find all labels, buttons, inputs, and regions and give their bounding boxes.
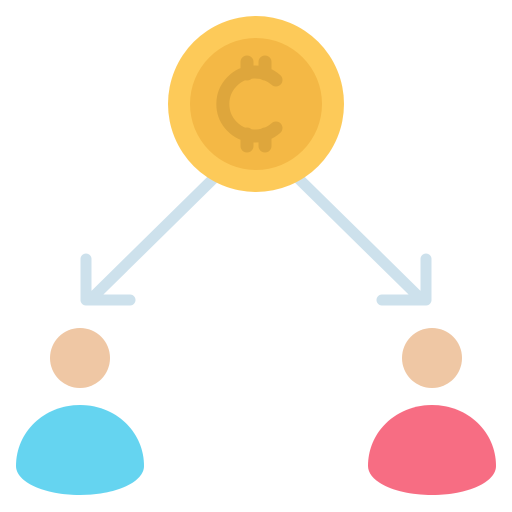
person-head: [50, 328, 110, 388]
person-body: [368, 405, 496, 495]
coin-inner: [190, 38, 322, 170]
arrow-down-right-icon: [292, 172, 432, 306]
coin-icon: [168, 16, 344, 192]
person-right-icon: [368, 328, 496, 495]
person-body: [16, 405, 144, 495]
cent-coin-icon: [216, 55, 283, 153]
person-head: [402, 328, 462, 388]
person-left-icon: [16, 328, 144, 495]
arrow-down-left-icon: [80, 172, 220, 306]
